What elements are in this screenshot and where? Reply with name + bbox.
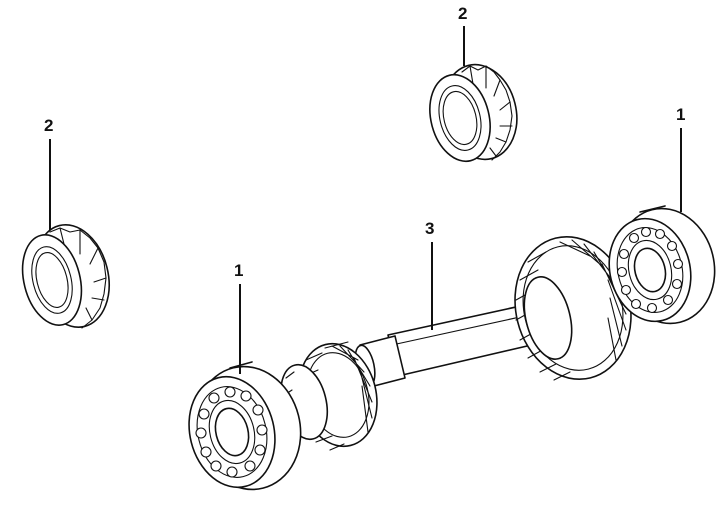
callout-race-left: 2 xyxy=(44,116,53,230)
taper-roller-race-top xyxy=(429,63,518,163)
callout-number: 2 xyxy=(44,116,53,135)
callout-number: 1 xyxy=(676,105,685,124)
callout-number: 1 xyxy=(234,261,243,280)
callout-number: 3 xyxy=(425,219,434,238)
callout-number: 2 xyxy=(458,4,467,23)
taper-roller-race-left xyxy=(21,223,110,329)
callout-race-top: 2 xyxy=(458,4,467,66)
ball-bearing-lower-left xyxy=(188,361,302,491)
main-helical-gear xyxy=(514,235,632,381)
callout-shaft: 3 xyxy=(425,219,434,330)
callout-bearing-right: 1 xyxy=(676,105,685,212)
callout-bearing-left: 1 xyxy=(234,261,243,374)
ball-bearing-upper-right xyxy=(608,205,716,325)
